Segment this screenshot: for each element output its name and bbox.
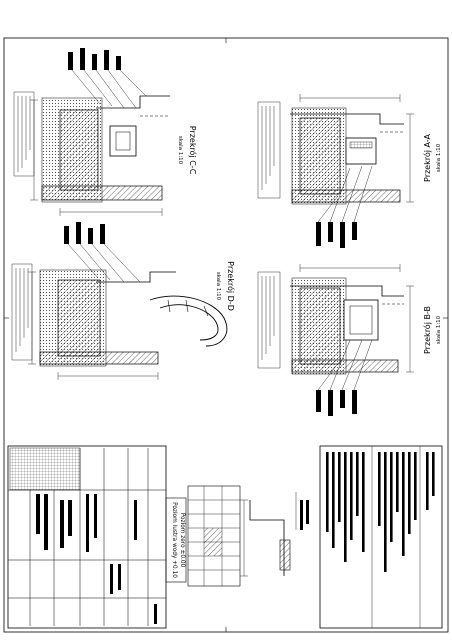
section-bb-channel <box>343 299 379 341</box>
level-water-text: Poziom lustra wody +0.10 <box>171 502 177 578</box>
section-aa-foundation <box>291 189 401 203</box>
levels-note: Poziom lustra wody +0.10 Poziom zero ±0.… <box>165 497 187 583</box>
section-cc-wall <box>59 109 99 191</box>
section-dd-wall <box>57 279 101 357</box>
border-ticks <box>4 38 448 632</box>
section-bb-layer-legend <box>257 271 281 369</box>
section-dd-ladder-steps <box>167 299 209 317</box>
section-cc-layer-legend <box>13 91 35 177</box>
section-aa-scale: skala 1:10 <box>436 143 442 172</box>
title-block <box>7 445 167 629</box>
details-table <box>187 485 241 587</box>
section-bb-foundation <box>291 359 399 373</box>
section-dd: Przekrój D-D skala 1:10 <box>11 222 236 380</box>
section-aa-wall <box>299 117 341 195</box>
section-cc-scale: skala 1:10 <box>177 136 183 165</box>
section-bb-dimension-lines <box>299 264 414 373</box>
section-aa: Przekrój A-A skala 1:10 <box>257 94 442 248</box>
detail-sketch-notes <box>300 500 309 530</box>
title-block-text-strokes <box>36 494 157 624</box>
section-aa-layer-legend <box>257 101 281 199</box>
section-cc-edge <box>96 95 170 109</box>
title-block-stamp-grid <box>9 447 81 491</box>
section-bb-leader-texts <box>316 390 357 416</box>
section-cc-title: Przekrój C-C <box>188 126 198 175</box>
detail-sketch-dims <box>240 492 297 577</box>
section-aa-leaders <box>317 165 373 223</box>
section-cc-skimmer-inner <box>115 131 131 151</box>
section-dd-ladder <box>149 295 228 347</box>
detail-sketch-plate <box>279 539 291 571</box>
section-bb-title: Przekrój B-B <box>422 306 432 354</box>
section-aa-dimension-lines <box>299 94 414 203</box>
section-dd-edge <box>96 271 176 283</box>
section-aa-edge <box>290 113 404 125</box>
section-dd-leader-texts <box>64 222 105 244</box>
section-dd-foundation <box>39 351 159 365</box>
section-dd-leaders <box>67 243 141 283</box>
section-cc-skimmer <box>109 125 137 157</box>
level-zero-text: Poziom zero ±0.00 <box>179 513 185 568</box>
details-table-frame <box>187 485 241 587</box>
section-bb-wall <box>299 287 341 365</box>
section-cc-leaders <box>71 69 147 109</box>
detail-sketch <box>240 492 309 577</box>
legend-columns <box>371 446 421 628</box>
section-dd-title: Przekrój D-D <box>226 261 236 311</box>
details-table-hatched-cell <box>204 528 222 556</box>
section-bb-channel-inner <box>349 305 373 335</box>
detail-sketch-rail <box>249 500 285 576</box>
section-aa-leader-texts <box>316 222 357 248</box>
section-dd-layer-legend <box>11 263 33 361</box>
legend-frame <box>319 445 443 629</box>
section-aa-channel-grate <box>349 141 373 149</box>
section-aa-title: Przekrój A-A <box>422 133 432 182</box>
section-bb-leaders <box>317 339 373 391</box>
section-bb: Przekrój B-B skala 1:10 <box>257 264 442 416</box>
section-bb-scale: skala 1:10 <box>436 315 442 344</box>
section-cc: Przekrój C-C skala 1:10 <box>13 48 198 216</box>
levels-note-frame <box>165 497 187 583</box>
section-cc-leader-texts <box>68 48 121 70</box>
legend-text-strokes <box>326 452 435 572</box>
section-bb-edge <box>290 285 404 297</box>
section-cc-foundation <box>41 185 163 201</box>
title-block-columns <box>8 448 166 626</box>
section-dd-scale: skala 1:10 <box>215 272 221 301</box>
legend-block <box>319 445 443 629</box>
